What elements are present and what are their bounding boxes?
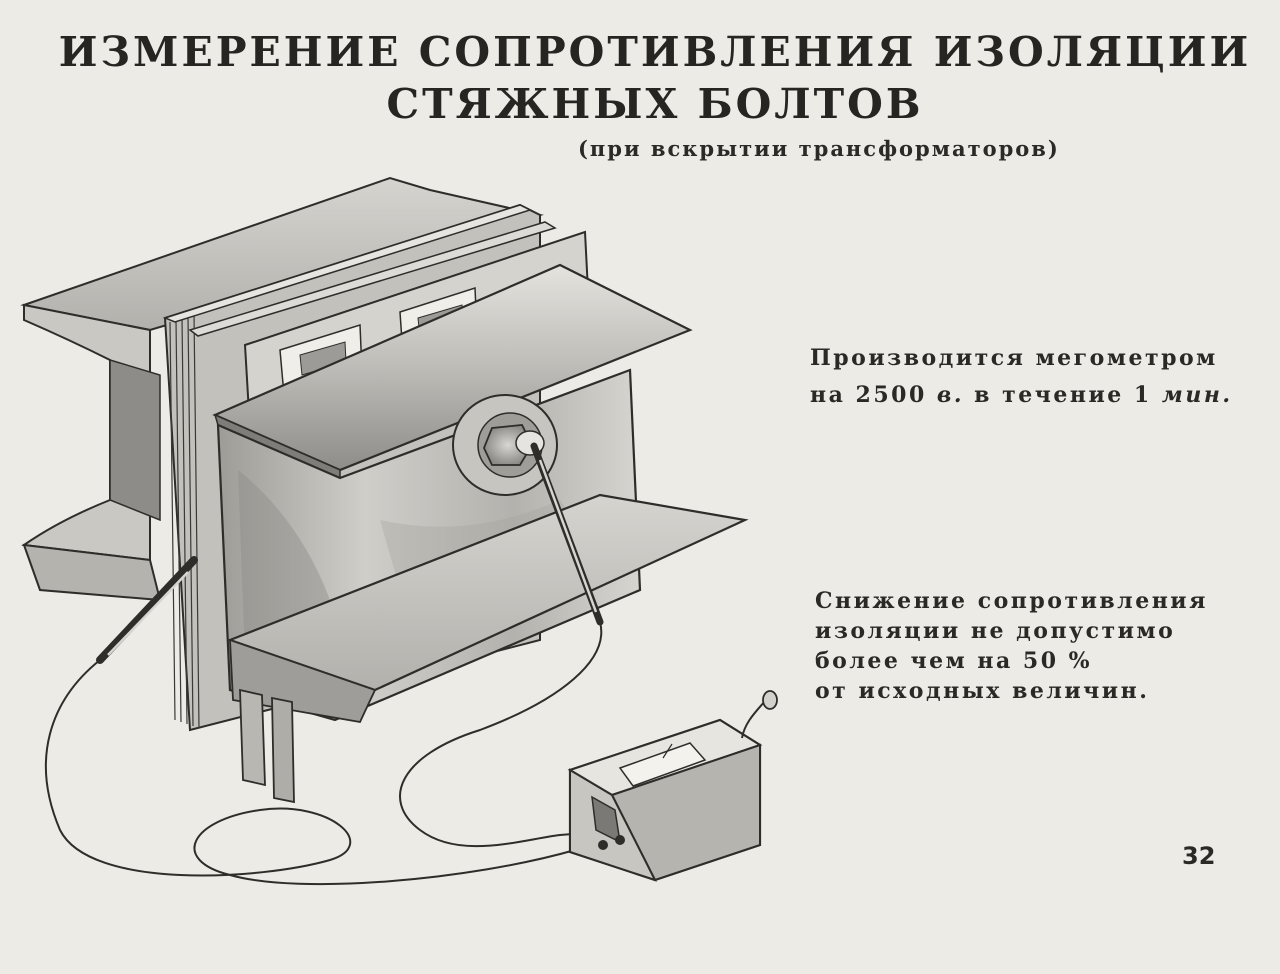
slide-subtitle: (при вскрытии трансформаторов) bbox=[578, 136, 1060, 161]
limit-line-2: изоляции не допустимо bbox=[815, 618, 1176, 644]
duration-text: в течение 1 bbox=[964, 382, 1162, 408]
title-line-2: СТЯЖНЫХ БОЛТОВ bbox=[386, 80, 924, 128]
limit-line-4: от исходных величин. bbox=[815, 678, 1150, 704]
measurement-method-note: Производится мегометром на 2500 в. в теч… bbox=[810, 340, 1233, 414]
limit-line-3: более чем на 50 % bbox=[815, 648, 1093, 674]
method-line-2: на 2500 в. в течение 1 мин. bbox=[810, 377, 1233, 414]
page-number: 32 bbox=[1182, 842, 1216, 870]
insulation-limit-note: Снижение сопротивления изоляции не допус… bbox=[815, 586, 1208, 706]
duration-unit: мин. bbox=[1161, 382, 1233, 408]
voltage-unit: в. bbox=[936, 382, 965, 408]
transformer-core-illustration bbox=[20, 176, 778, 886]
voltage-value: на 2500 bbox=[810, 382, 937, 408]
method-line-1: Производится мегометром bbox=[810, 345, 1218, 371]
title-line-1: ИЗМЕРЕНИЕ СОПРОТИВЛЕНИЯ ИЗОЛЯЦИИ bbox=[58, 28, 1252, 76]
slide-title: ИЗМЕРЕНИЕ СОПРОТИВЛЕНИЯ ИЗОЛЯЦИИ СТЯЖНЫХ… bbox=[0, 26, 1280, 130]
limit-line-1: Снижение сопротивления bbox=[815, 588, 1208, 614]
